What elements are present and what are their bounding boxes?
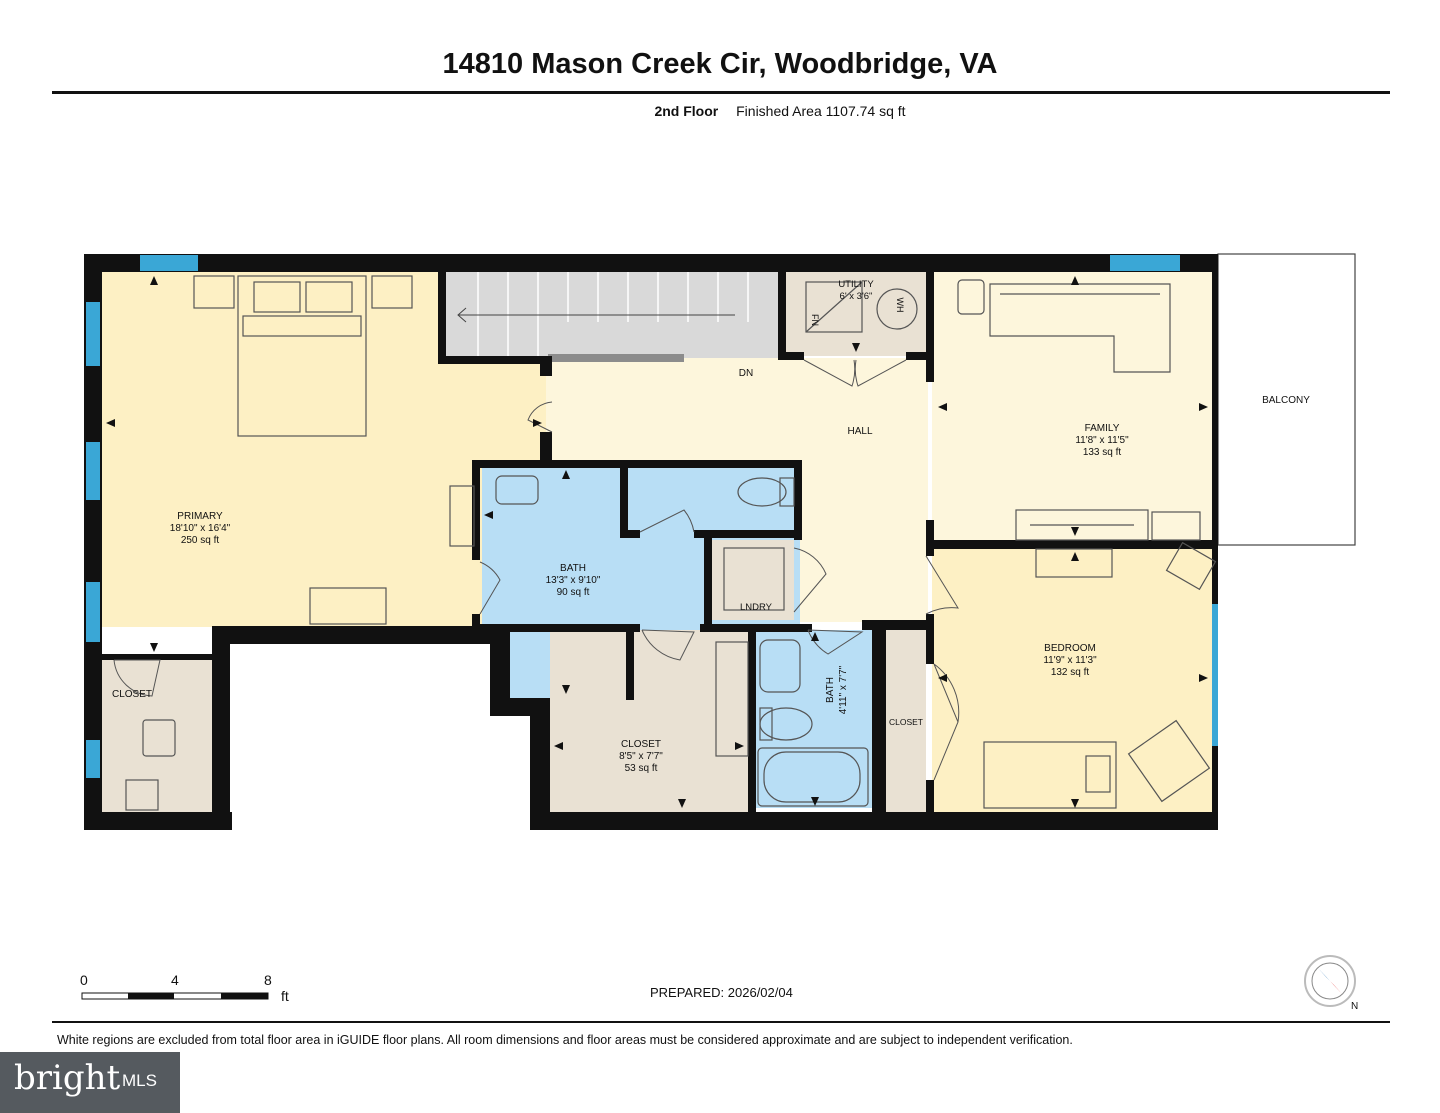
scale-unit: ft bbox=[281, 988, 289, 1004]
finished-area: Finished Area 1107.74 sq ft bbox=[736, 103, 906, 119]
family-label: FAMILY bbox=[1085, 423, 1120, 434]
family-area: 133 sq ft bbox=[1083, 447, 1122, 458]
footer-rule bbox=[52, 1021, 1390, 1023]
bedroom-room bbox=[932, 549, 1212, 812]
laundry-room bbox=[712, 540, 794, 620]
family-room bbox=[932, 272, 1212, 540]
bath-main-area: 90 sq ft bbox=[557, 587, 590, 598]
brightmls-logo: bright MLS bbox=[0, 1052, 180, 1113]
stair-treads bbox=[457, 272, 749, 362]
plan-subtitle: 2nd Floor Finished Area 1107.74 sq ft bbox=[0, 103, 1440, 119]
bedroom-dims: 11'9" x 11'3" bbox=[1043, 655, 1097, 666]
floor-label: 2nd Floor bbox=[654, 103, 719, 119]
balcony-area bbox=[1217, 253, 1356, 546]
closet-walkin-room bbox=[550, 630, 748, 812]
plan-title: 14810 Mason Creek Cir, Woodbridge, VA bbox=[442, 48, 998, 80]
scale-tick-8: 8 bbox=[264, 972, 272, 988]
windows bbox=[86, 255, 1218, 778]
utility-dims: 6' x 3'6" bbox=[840, 291, 873, 302]
closet-walkin-dims: 8'5" x 7'7" bbox=[619, 751, 663, 762]
utility-room bbox=[786, 272, 926, 356]
family-dims: 11'8" x 11'5" bbox=[1075, 435, 1129, 446]
laundry-label: LNDRY bbox=[740, 602, 773, 613]
closet-small-label: CLOSET bbox=[889, 717, 923, 727]
scale-tick-0: 0 bbox=[80, 972, 88, 988]
hall-label: HALL bbox=[847, 426, 872, 437]
closet-walkin-area: 53 sq ft bbox=[625, 763, 658, 774]
bath-small-label: BATH bbox=[825, 677, 836, 703]
primary-dims: 18'10" x 16'4" bbox=[170, 523, 231, 534]
closet-primary-room bbox=[102, 658, 212, 812]
scale-tick-4: 4 bbox=[171, 972, 179, 988]
wh-label: WH bbox=[895, 298, 905, 313]
closet-walkin-label: CLOSET bbox=[621, 739, 661, 750]
stairs-label: DN bbox=[739, 368, 753, 379]
title-rule bbox=[52, 91, 1390, 94]
logo-word: bright bbox=[14, 1058, 121, 1098]
balcony-label: BALCONY bbox=[1262, 395, 1310, 406]
bedroom-area: 132 sq ft bbox=[1051, 667, 1090, 678]
walls bbox=[84, 254, 1218, 830]
closet-small-room bbox=[886, 630, 926, 812]
bedroom-label: BEDROOM bbox=[1044, 643, 1096, 654]
bath-main-dims: 13'3" x 9'10" bbox=[546, 575, 601, 586]
bath-main-label: BATH bbox=[560, 563, 586, 574]
closet-primary-label: CLOSET bbox=[112, 689, 152, 700]
utility-label: UTILITY bbox=[838, 279, 874, 290]
compass-icon: N bbox=[1304, 955, 1358, 1012]
dimension-arrows bbox=[106, 276, 1208, 808]
logo-mls: MLS bbox=[122, 1071, 157, 1090]
door-swings bbox=[113, 359, 960, 781]
primary-label: PRIMARY bbox=[177, 511, 223, 522]
scale-bar bbox=[81, 992, 269, 1000]
bath-small-room bbox=[756, 630, 872, 808]
primary-area: 250 sq ft bbox=[181, 535, 220, 546]
prepared-date: PREPARED: 2026/02/04 bbox=[650, 985, 793, 1000]
furniture bbox=[125, 275, 1217, 811]
compass-north-label: N bbox=[1351, 1001, 1358, 1012]
bath-small-dims: 4'11" x 7'7" bbox=[838, 665, 849, 714]
fn-label: FN bbox=[810, 314, 820, 326]
disclaimer-text: White regions are excluded from total fl… bbox=[57, 1033, 1073, 1047]
